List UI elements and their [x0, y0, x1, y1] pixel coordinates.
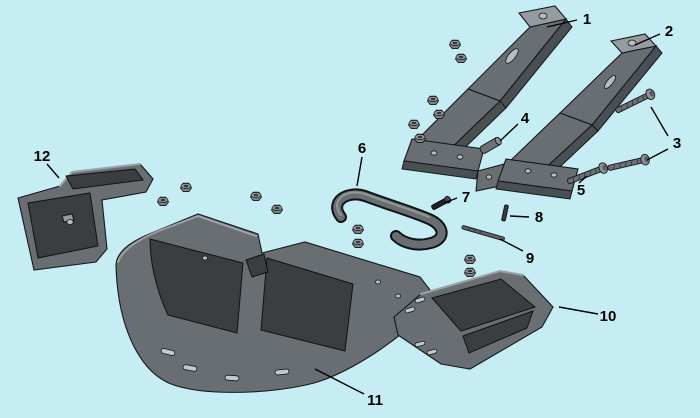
bracket-2-foot-hole [524, 168, 532, 174]
right-fender-edge-highlight [420, 269, 524, 295]
skid-plate-hole [202, 255, 208, 261]
leader-1 [546, 19, 578, 28]
callout-7: 7 [462, 189, 470, 206]
right-fender-part [393, 269, 554, 370]
callout-5: 5 [577, 182, 585, 199]
pin-8-body [501, 204, 509, 222]
hex-nut [427, 95, 439, 106]
leader-12 [46, 163, 60, 179]
hex-nut [271, 204, 283, 215]
callout-1: 1 [583, 11, 591, 28]
callout-labels: 1 2 3 4 5 6 7 8 9 10 11 12 [34, 11, 682, 409]
callout-11: 11 [367, 392, 383, 409]
leader-lines [46, 19, 669, 395]
bracket-2-part [475, 33, 663, 200]
hex-nut [455, 53, 467, 64]
hex-nut [408, 119, 420, 130]
bracket-1-foot-hole [430, 150, 438, 156]
pin-8-part [501, 204, 509, 222]
hex-nut [414, 133, 426, 144]
rod-9-part [461, 225, 505, 241]
skid-plate-slot [182, 364, 198, 372]
skid-plate-hole [375, 279, 381, 285]
right-fender-slot [414, 340, 426, 348]
callout-3: 3 [673, 135, 681, 152]
leader-6 [356, 156, 363, 187]
skid-plate-center-notch [245, 253, 269, 278]
left-fender-hole [66, 218, 74, 225]
leader-7 [443, 197, 458, 204]
hex-nut [464, 267, 476, 278]
right-fender-lower-panel [462, 310, 534, 354]
hex-nut [433, 109, 445, 120]
right-fender-slot [426, 348, 438, 356]
left-fender-part [17, 163, 154, 271]
callout-2: 2 [665, 23, 673, 40]
hex-nut [449, 39, 461, 50]
callout-6: 6 [358, 140, 366, 157]
skid-plate-right-panel [260, 257, 354, 352]
bolt-3b-part [606, 152, 651, 174]
hex-nut [352, 224, 364, 235]
bracket-1-part [401, 5, 573, 180]
leader-2 [634, 33, 661, 46]
leader-3b [646, 148, 669, 161]
bolt-7-part [431, 195, 452, 210]
bracket-2-foot-hole [550, 172, 558, 178]
bracket-2-slot [604, 75, 616, 89]
tube-bracket-part [331, 188, 448, 251]
spacer-4-part [479, 136, 502, 154]
leader-4 [499, 123, 519, 142]
leader-5 [578, 175, 588, 184]
leader-8 [509, 215, 530, 218]
tube-body [333, 190, 446, 249]
bracket-2-side-tab-hole [485, 174, 493, 180]
bracket-1-foot-hole [456, 154, 464, 160]
skid-plate-hole [395, 293, 401, 299]
callout-12: 12 [34, 148, 51, 165]
hex-nut [250, 191, 262, 202]
hex-nut [180, 182, 192, 193]
skid-plate-slot [274, 368, 290, 376]
hex-nut [352, 238, 364, 249]
callout-10: 10 [600, 308, 617, 325]
bracket-1-slot [505, 48, 519, 64]
callout-9: 9 [526, 250, 534, 267]
leader-11 [314, 368, 365, 395]
leader-10 [558, 306, 599, 315]
leader-3a [650, 106, 669, 137]
rod-9-body [461, 225, 505, 241]
skid-plate-slot [224, 374, 240, 382]
tube-highlight [336, 191, 430, 218]
bracket-2-foot-edge [495, 180, 573, 200]
right-fender-slot [404, 306, 416, 314]
left-fender-edge-highlight [59, 163, 141, 187]
skid-plate-part [115, 213, 431, 393]
skid-plate-slot [160, 348, 176, 356]
right-fender-slot [414, 296, 426, 304]
callout-8: 8 [535, 209, 543, 226]
skid-plate-top-edge-highlight [117, 214, 257, 263]
left-fender-top-panel [65, 168, 144, 190]
hex-nut [157, 196, 169, 207]
bracket-1-tab-hole [538, 12, 548, 20]
bracket-1-foot-edge [401, 160, 479, 180]
leader-9 [499, 238, 524, 252]
skid-plate-left-panel [149, 238, 244, 334]
bracket-2-tab-hole [627, 39, 637, 47]
right-fender-top-panel [431, 278, 537, 332]
callout-4: 4 [521, 110, 530, 127]
rod-9-threads [467, 227, 483, 235]
left-fender-side-panel [27, 192, 99, 259]
hex-nut [464, 254, 476, 265]
